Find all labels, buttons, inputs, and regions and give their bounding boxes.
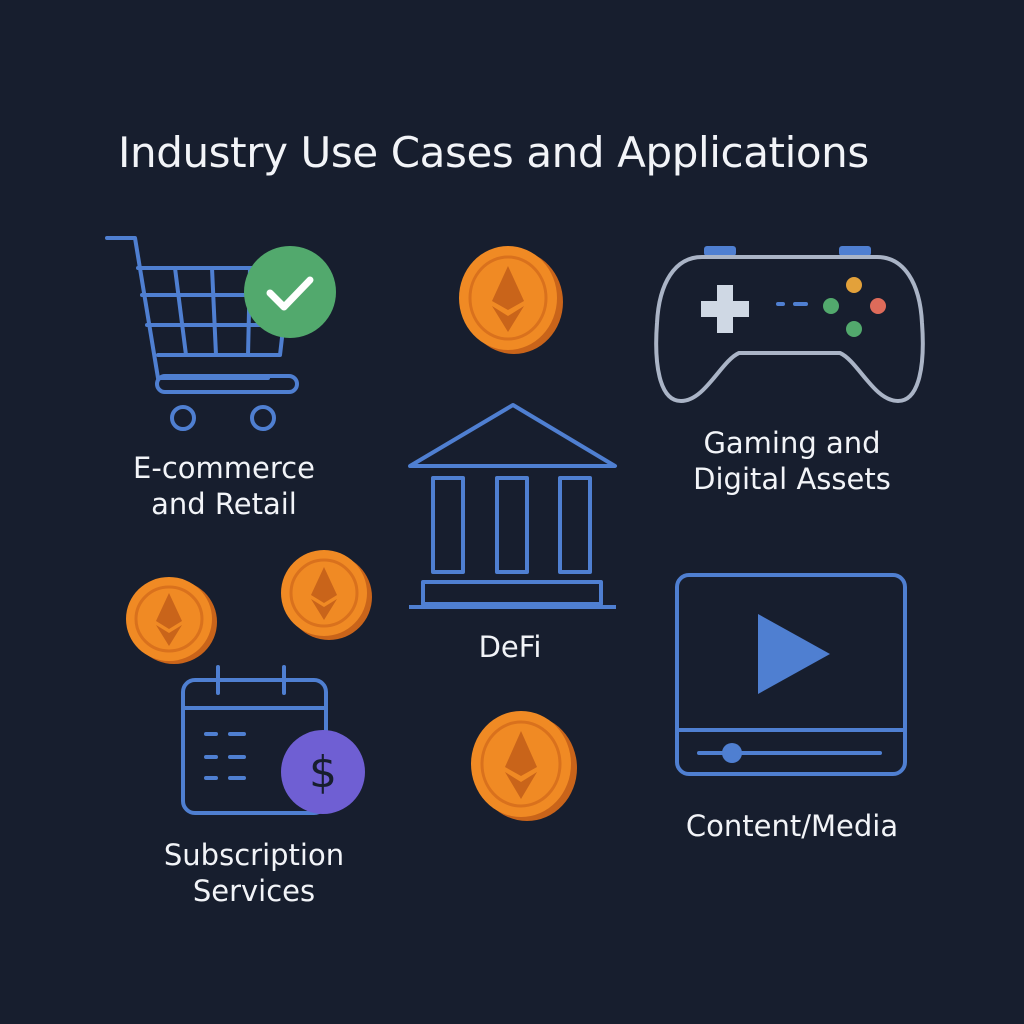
calendar-dollar-icon: $ [181,665,365,815]
shopping-cart-check-icon [105,236,336,431]
dollar-badge-icon: $ [281,730,365,814]
label-line: Services [192,874,316,908]
video-player-icon [675,573,907,776]
label-gaming: Gaming and Digital Assets [672,425,912,497]
label-ecommerce: E-commerce and Retail [104,450,344,522]
ethereum-coin-icon [459,246,563,354]
label-line: Subscription [163,838,345,872]
label-defi: DeFi [415,629,605,665]
label-subscription: Subscription Services [134,837,374,909]
play-icon [758,614,830,694]
label-line: Content/Media [685,809,899,843]
label-content-media: Content/Media [667,808,917,844]
page-title: Industry Use Cases and Applications [118,128,869,177]
ethereum-coin-icon [471,711,577,821]
label-line: Gaming and [703,426,881,460]
label-line: E-commerce [133,451,315,485]
label-line: DeFi [478,630,542,664]
label-line: Digital Assets [693,462,891,496]
game-controller-icon [654,246,925,403]
label-line: and Retail [151,487,297,521]
check-badge-icon [244,246,336,338]
bank-icon [408,403,617,609]
ethereum-coin-icon [126,577,217,664]
ethereum-coin-icon [281,550,372,640]
svg-text:$: $ [309,747,337,798]
